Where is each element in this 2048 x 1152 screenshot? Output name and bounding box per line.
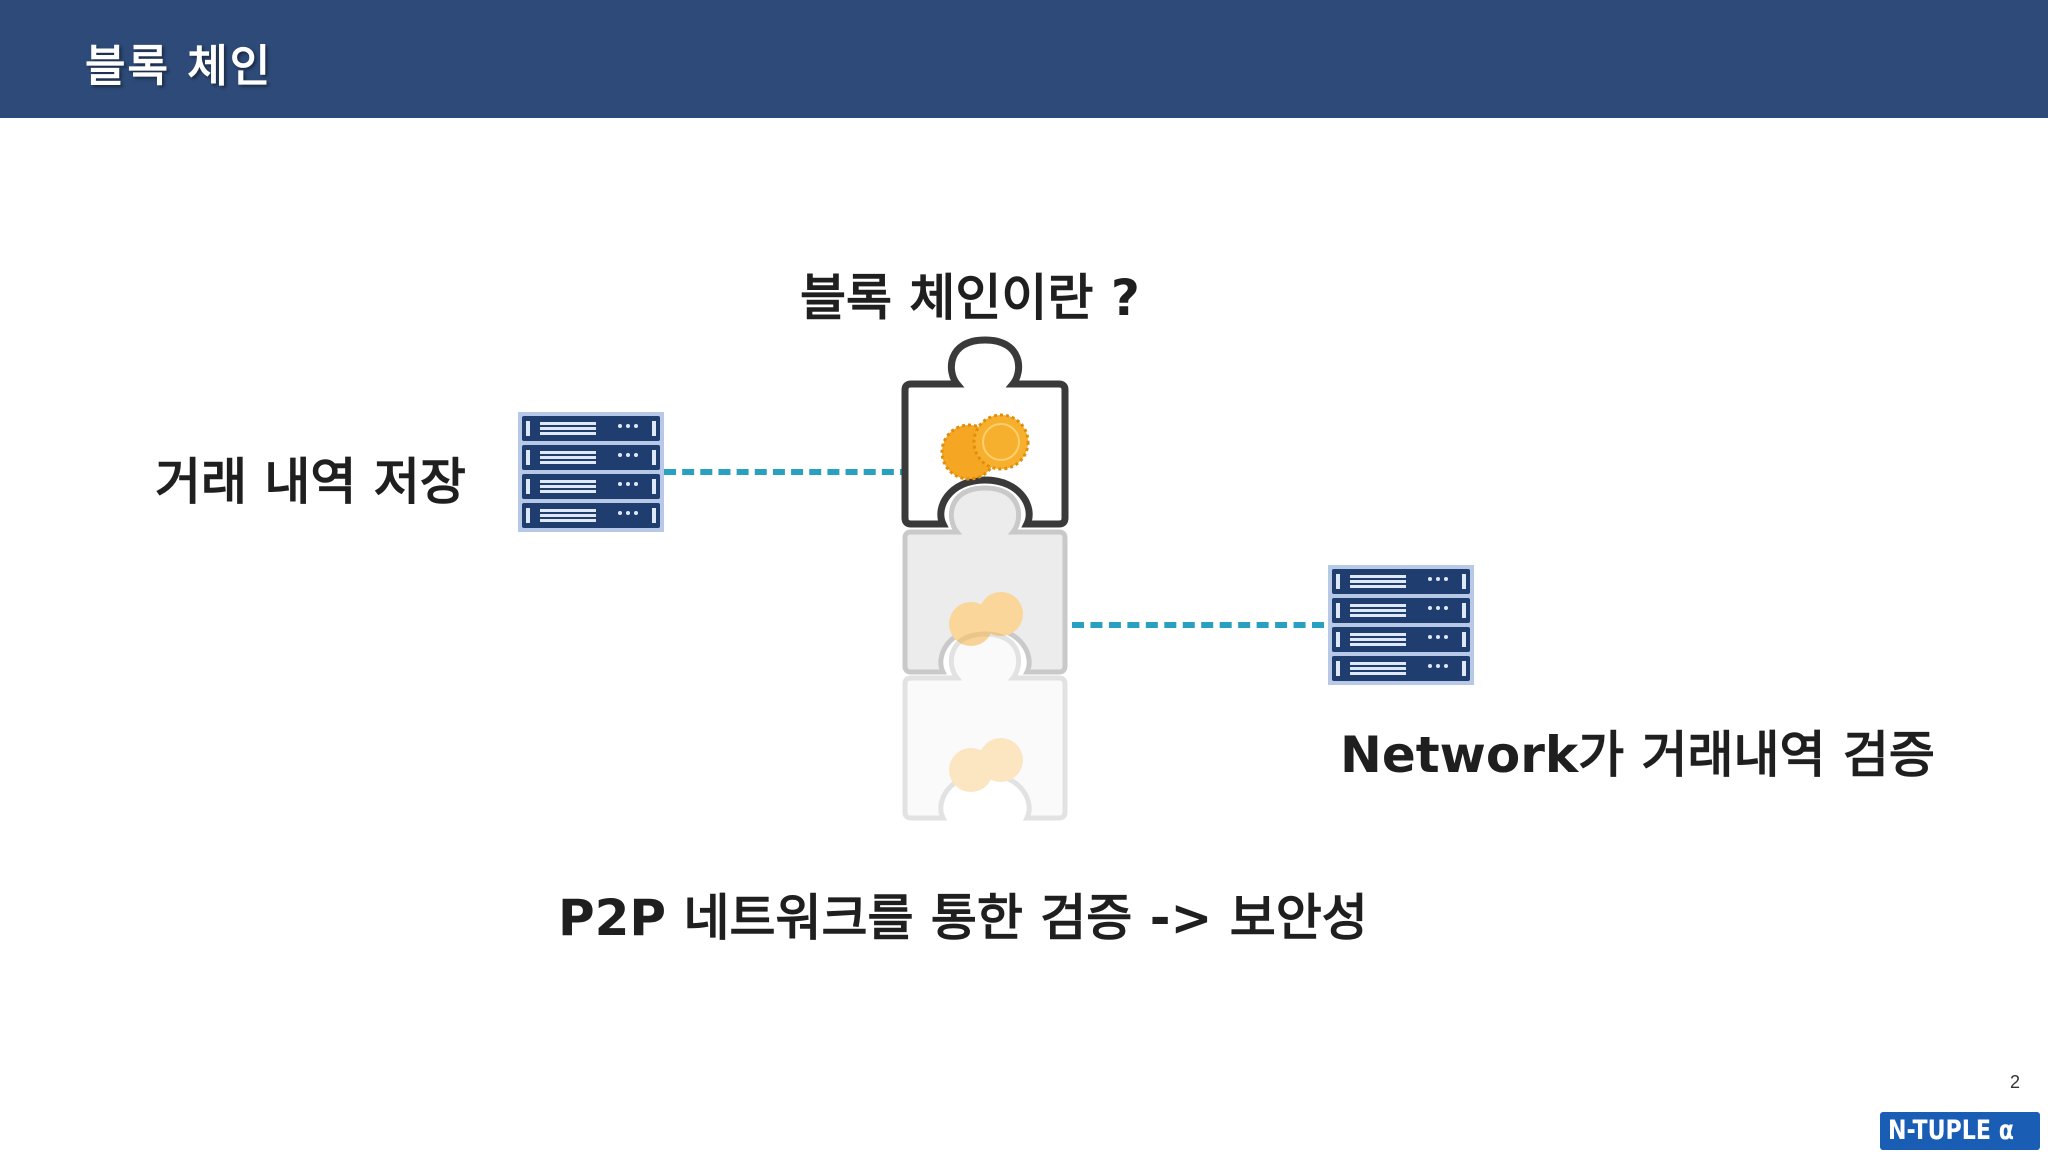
server-rack-icon (518, 412, 664, 532)
right-label: Network가 거래내역 검증 (1340, 726, 1935, 784)
dashed-connector-left (664, 469, 912, 475)
left-label: 거래 내역 저장 (155, 453, 466, 511)
company-logo: N-TUPLE α (1880, 1112, 2040, 1150)
header-bar: 블록 체인 (0, 0, 2048, 118)
page-title: 블록 체인 (85, 41, 273, 92)
puzzle-piece-coin-icon (905, 340, 1065, 524)
dashed-connector-right (1072, 622, 1324, 628)
page-number: 2 (2010, 1072, 2021, 1092)
logo-text: N-TUPLE α (1888, 1115, 2014, 1146)
server-rack-icon (1328, 565, 1474, 685)
puzzle-piece-coin-icon (905, 488, 1065, 672)
puzzle-piece-coin-icon (905, 634, 1065, 818)
bottom-label: P2P 네트워크를 통한 검증 -> 보안성 (558, 889, 1368, 947)
blockchain-puzzle-chain (895, 332, 1075, 842)
question-heading: 블록 체인이란 ? (800, 269, 1140, 327)
